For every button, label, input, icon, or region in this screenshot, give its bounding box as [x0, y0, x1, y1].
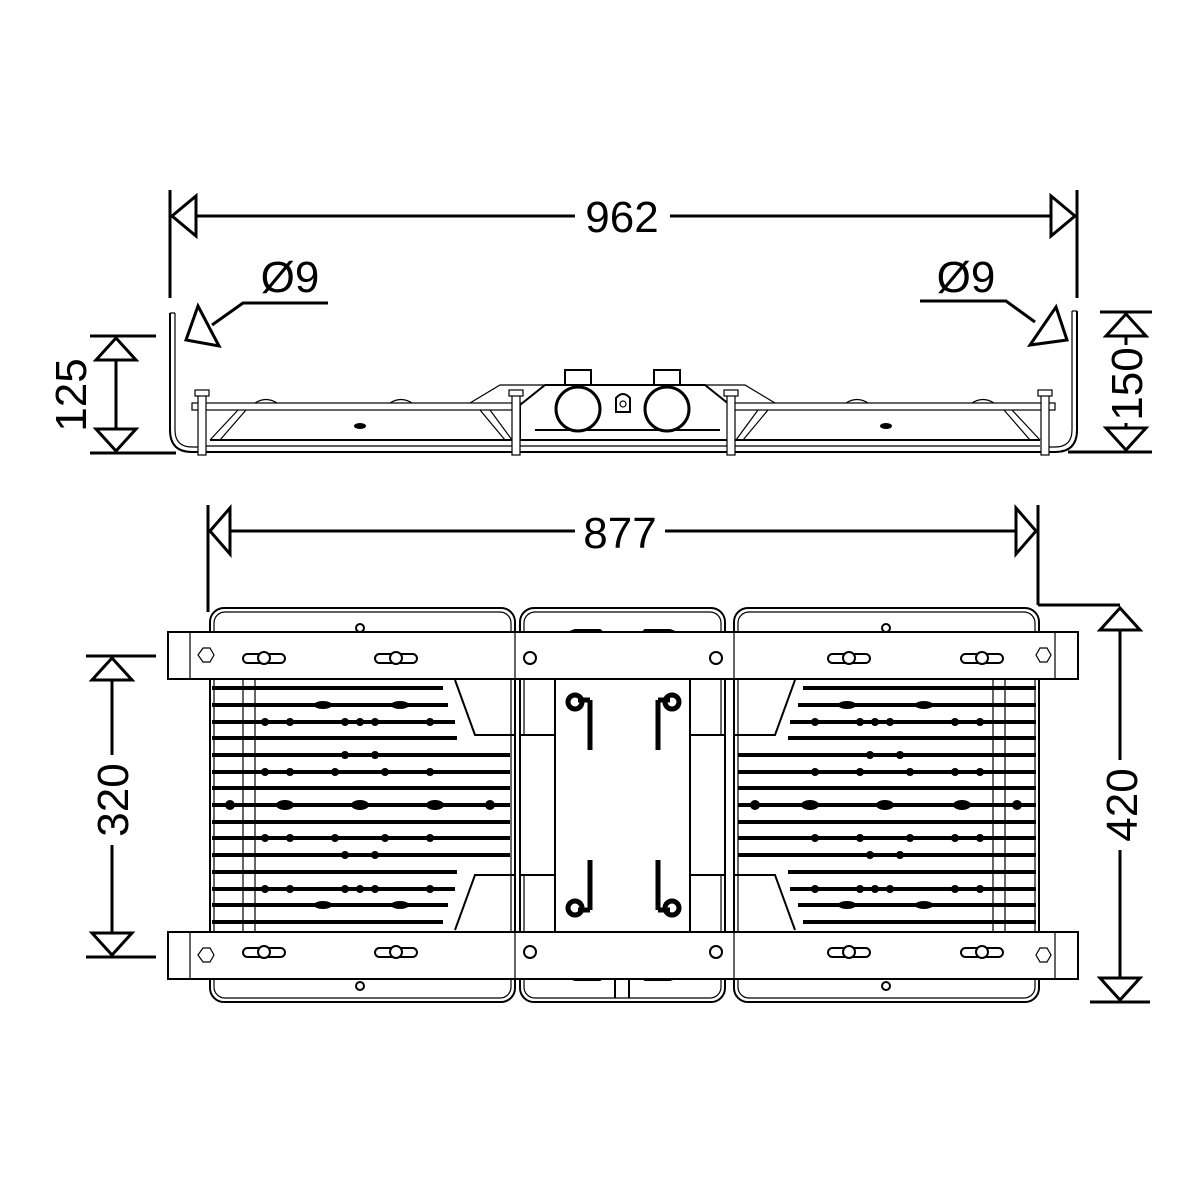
hole-label-right: Ø9 [937, 253, 996, 302]
fin-nubs-right [750, 701, 1022, 909]
dimension-label-420: 420 [1098, 768, 1147, 841]
side-housing-left [191, 389, 523, 456]
plan-view: 877 320 420 [86, 503, 1150, 1004]
dimension-320: 320 [86, 654, 156, 959]
keyhole-slots [565, 692, 682, 918]
dimension-label-125: 125 [47, 358, 96, 431]
mounting-bar-bottom [167, 931, 1079, 980]
fin-nubs-left [225, 701, 495, 909]
dimension-420: 420 [1090, 605, 1150, 1004]
hole-callout-left: Ø9 [183, 253, 328, 349]
plan-module-right [733, 607, 1040, 1003]
hole-callout-right: Ø9 [920, 253, 1069, 347]
dimension-150: 150 [1068, 310, 1152, 454]
dimension-962: 962 [168, 190, 1079, 298]
wing-nuts-bottom [242, 945, 1004, 959]
wing-nuts-top [242, 651, 1004, 665]
dimension-label-150: 150 [1103, 347, 1152, 420]
dimension-label-962: 962 [585, 193, 658, 242]
side-view: 962 Ø9 Ø9 125 [47, 190, 1152, 456]
plan-module-left [209, 607, 516, 1003]
dimension-label-320: 320 [89, 763, 138, 836]
hole-label-left: Ø9 [261, 253, 320, 302]
dimension-877: 877 [206, 503, 1120, 612]
dimension-125: 125 [47, 334, 176, 455]
mounting-bar-top [167, 631, 1079, 680]
bracket-right [1047, 310, 1078, 453]
side-housing-right [724, 389, 1056, 456]
side-housing-center [469, 369, 776, 456]
dimension-label-877: 877 [583, 509, 656, 558]
